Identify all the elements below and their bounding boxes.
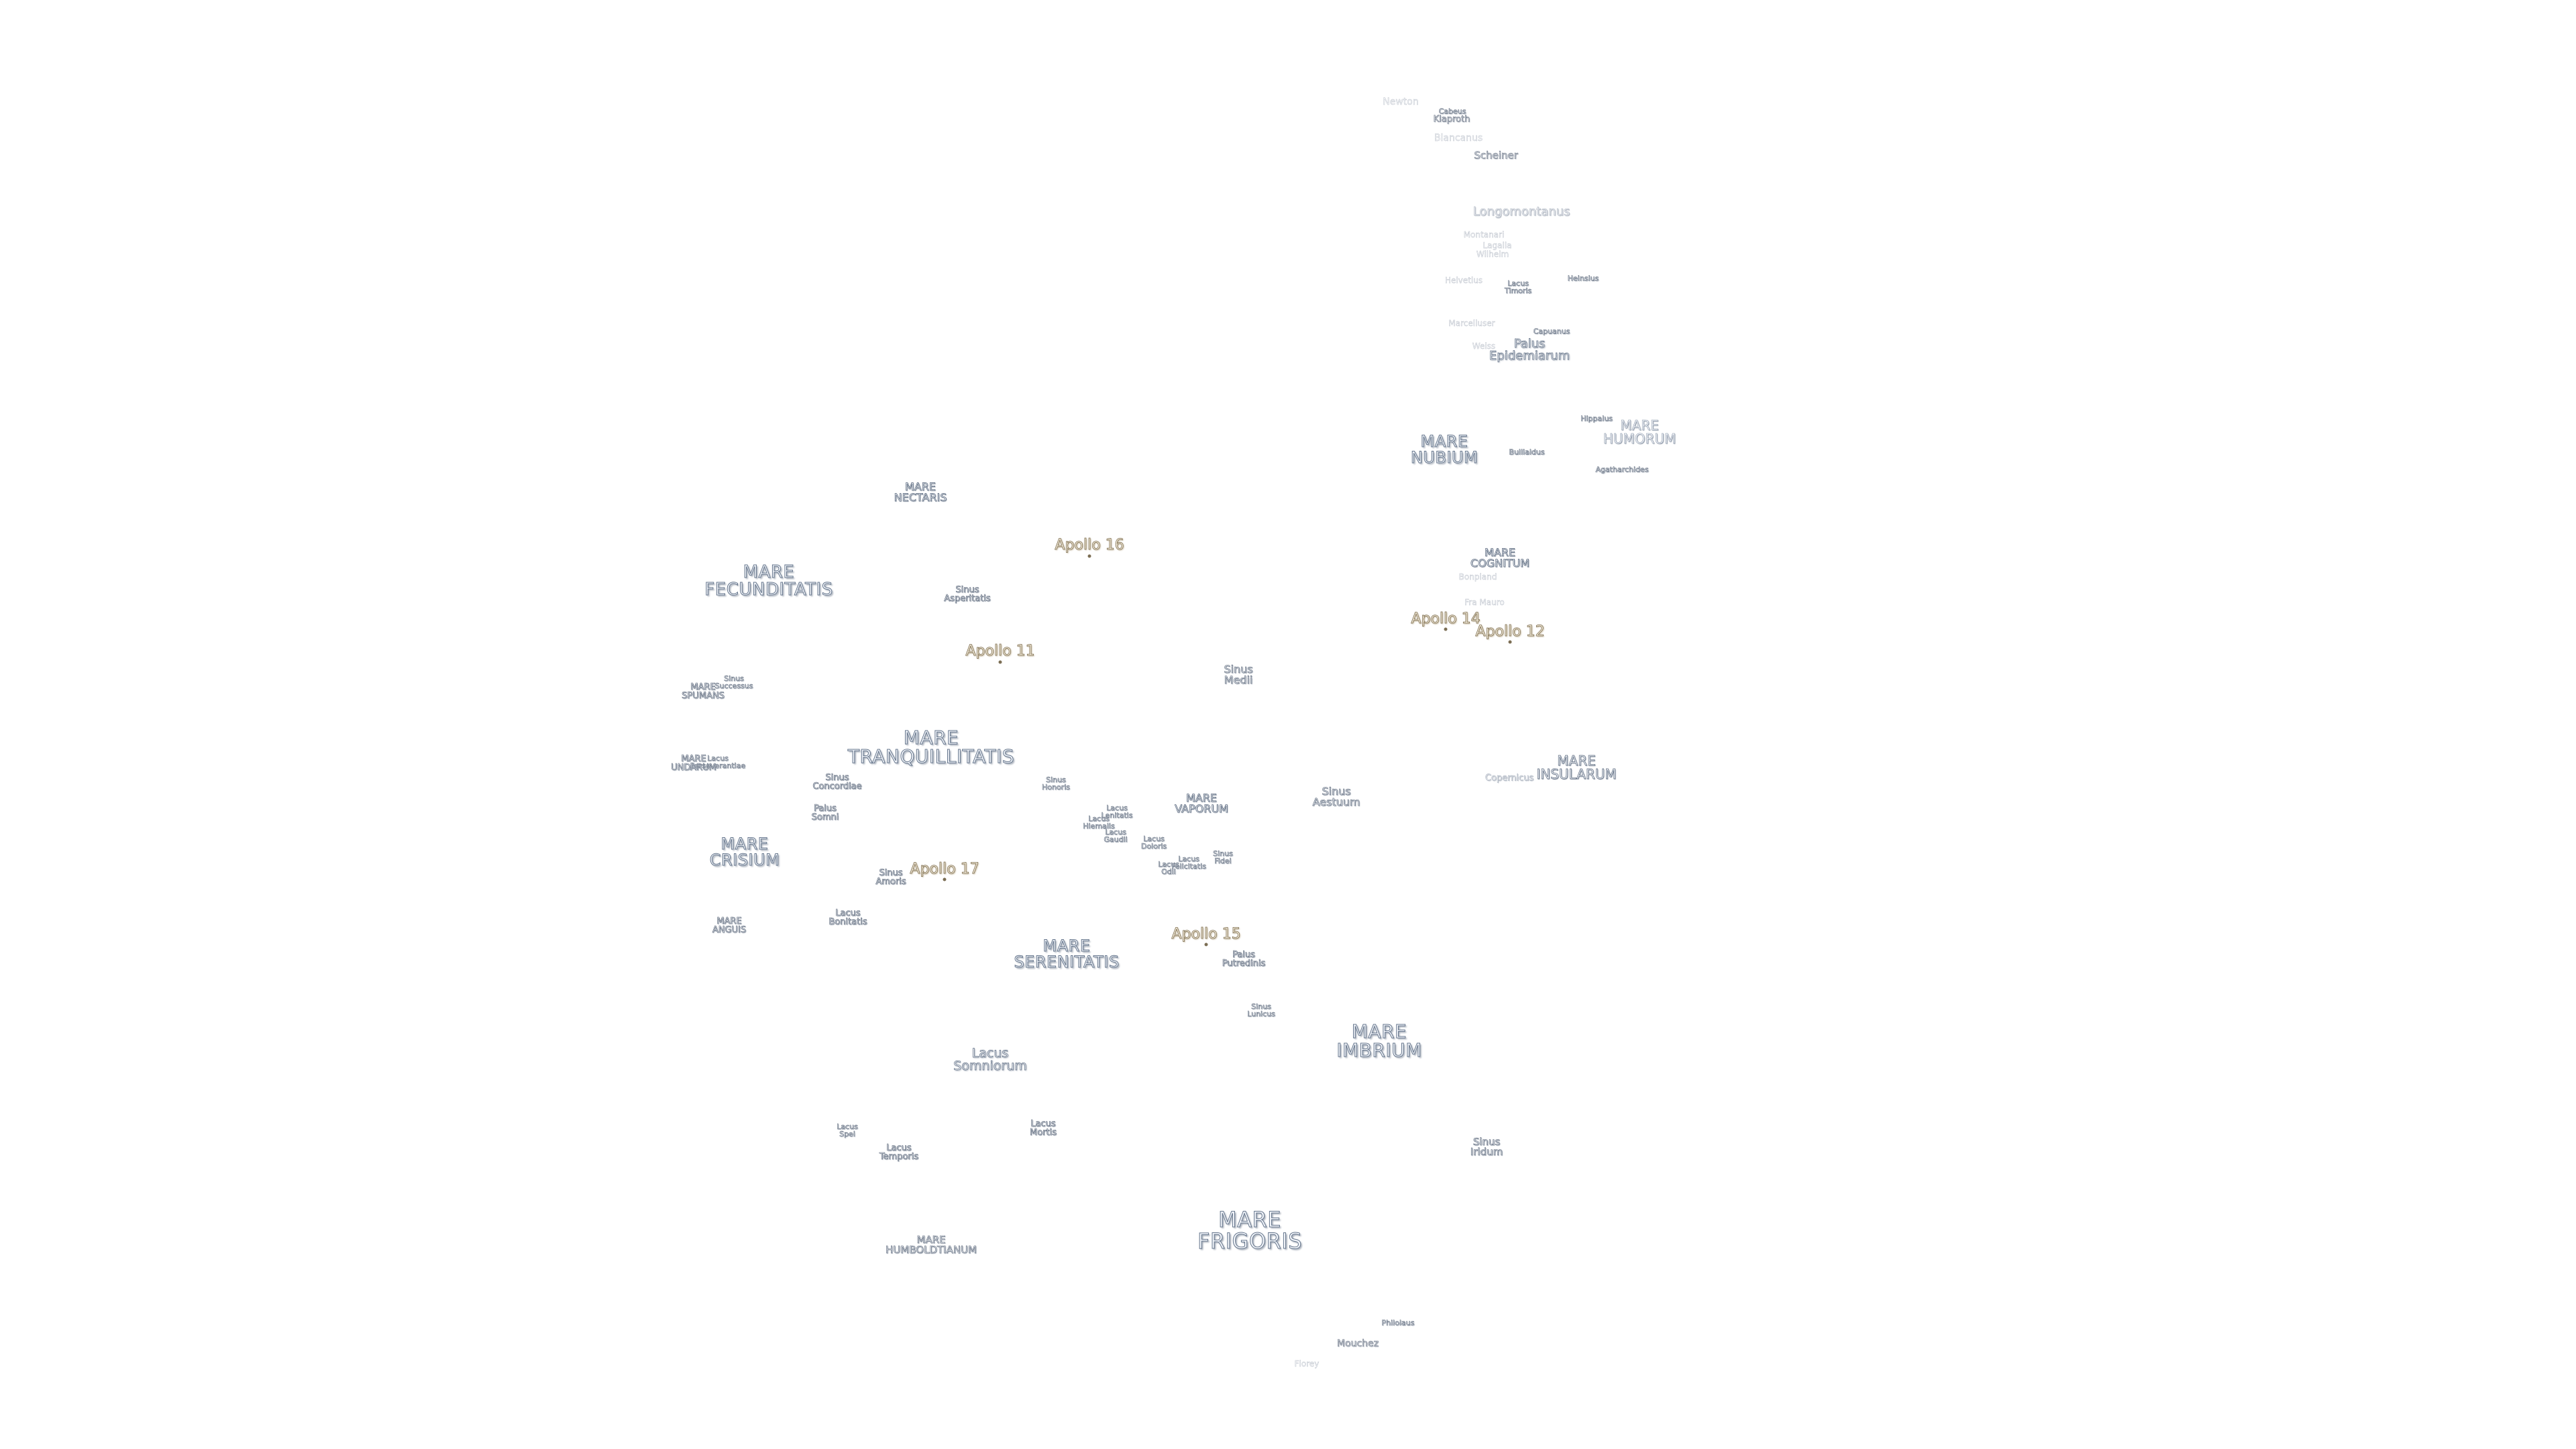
lacus-label-hiemalis: Lacus Hiemalis bbox=[1083, 814, 1115, 830]
sinus-label-iridum: Sinus Iridum bbox=[1470, 1136, 1503, 1158]
crater-label-hippalus: Hippalus bbox=[1580, 414, 1613, 423]
sinus-label-medii: Sinus Medii bbox=[1224, 663, 1253, 686]
mare-label-nubium: MARE NUBIUM bbox=[1410, 432, 1479, 467]
lacus-label-somniorum: Lacus Somniorum bbox=[953, 1046, 1027, 1073]
palus-label-epidemiarum: Palus Epidemiarum bbox=[1489, 337, 1570, 363]
lacus-label-spei: Lacus Spei bbox=[837, 1122, 858, 1138]
apollo-17-site-marker bbox=[943, 877, 947, 881]
mare-label-serenitatis: MARE SERENITATIS bbox=[1014, 936, 1120, 971]
mare-label-humorum: MARE HUMORUM bbox=[1603, 417, 1676, 447]
apollo-14-site-marker bbox=[1444, 627, 1448, 631]
apollo-11-site-marker bbox=[998, 660, 1002, 664]
mare-label-frigoris: MARE FRIGORIS bbox=[1197, 1207, 1303, 1254]
crater-label-newton: Newton bbox=[1383, 97, 1419, 107]
apollo-15-label: Apollo 15 bbox=[1171, 926, 1241, 943]
crater-label-longomontanus: Longomontanus bbox=[1472, 205, 1570, 219]
mare-label-insularum: MARE INSULARUM bbox=[1536, 753, 1617, 782]
mare-label-vaporum: MARE VAPORUM bbox=[1175, 792, 1228, 815]
mare-label-imbrium: MARE IMBRIUM bbox=[1336, 1020, 1422, 1061]
lacus-label-felicitatis: Lacus Felicitatis bbox=[1171, 855, 1206, 871]
lacus-label-odii: Lacus Odii bbox=[1158, 860, 1179, 876]
crater-label-cabeus: Cabeus bbox=[1438, 107, 1466, 116]
mare-label-fecunditatis: MARE FECUNDITATIS bbox=[704, 562, 833, 600]
mare-label-humboldtianum: MARE HUMBOLDTIANUM bbox=[885, 1234, 977, 1256]
crater-label-copernicus: Copernicus bbox=[1485, 773, 1534, 784]
lacus-label-perseverantiae: Lacus Perseverantiae bbox=[690, 754, 746, 770]
crater-label-lagalla: Lagalla bbox=[1483, 241, 1512, 250]
mare-label-crisium: MARE CRISIUM bbox=[709, 835, 780, 869]
mare-label-undarum: MARE UNDARUM bbox=[671, 754, 716, 773]
mare-label-cognitum: MARE COGNITUM bbox=[1470, 546, 1530, 570]
apollo-16-label: Apollo 16 bbox=[1055, 537, 1124, 553]
palus-label-somni: Palus Somni bbox=[811, 804, 839, 822]
apollo-14-label: Apollo 14 bbox=[1411, 610, 1481, 627]
crater-label-blancanus: Blancanus bbox=[1434, 133, 1483, 144]
mare-label-anguis: MARE ANGUIS bbox=[712, 916, 747, 935]
mare-label-nectaris: MARE NECTARIS bbox=[894, 480, 947, 504]
sinus-label-fidei: Sinus Fidei bbox=[1213, 849, 1233, 865]
apollo-15-site-marker bbox=[1204, 943, 1208, 947]
lacus-label-gaudii: Lacus Gaudii bbox=[1104, 828, 1128, 844]
apollo-11-label: Apollo 11 bbox=[965, 643, 1035, 659]
crater-label-heinsius: Heinsius bbox=[1567, 274, 1599, 283]
crater-label-klaproth: Klaproth bbox=[1433, 114, 1470, 125]
lacus-label-bonitatis: Lacus Bonitatis bbox=[828, 908, 867, 927]
crater-label-bonpland: Bonpland bbox=[1458, 572, 1497, 582]
crater-label-fra-mauro: Fra Mauro bbox=[1464, 598, 1505, 607]
sinus-label-honoris: Sinus Honoris bbox=[1041, 775, 1071, 792]
sinus-label-lunicus: Sinus Lunicus bbox=[1247, 1002, 1275, 1018]
crater-label-philolaus: Philolaus bbox=[1381, 1318, 1415, 1328]
crater-label-montanari: Montanari bbox=[1463, 230, 1505, 239]
crater-label-mouchez: Mouchez bbox=[1336, 1338, 1379, 1349]
crater-label-agatharchides: Agatharchides bbox=[1595, 465, 1649, 474]
lacus-label-temporis: Lacus Temporis bbox=[879, 1143, 919, 1162]
sinus-label-concordiae: Sinus Concordiae bbox=[812, 773, 862, 792]
lacus-label-timoris: Lacus Timoris bbox=[1504, 279, 1532, 295]
apollo-17-label: Apollo 17 bbox=[910, 861, 979, 877]
sinus-label-amoris: Sinus Amoris bbox=[875, 868, 906, 887]
lacus-label-doloris: Lacus Doloris bbox=[1140, 835, 1167, 851]
apollo-16-site-marker bbox=[1087, 554, 1091, 558]
sinus-label-successus: Sinus Successus bbox=[714, 674, 753, 690]
crater-label-marginal: Marcelluser bbox=[1448, 319, 1495, 328]
lacus-label-lenitatis: Lacus Lenitatis bbox=[1101, 804, 1133, 820]
apollo-12-label: Apollo 12 bbox=[1475, 623, 1545, 640]
crater-label-florey: Florey bbox=[1294, 1359, 1320, 1368]
crater-label-scheiner: Scheiner bbox=[1474, 149, 1518, 162]
mare-label-spumans: MARE SPUMANS bbox=[682, 682, 724, 701]
mare-label-tranquillitatis: MARE TRANQUILLITATIS bbox=[847, 727, 1015, 767]
palus-label-putredinis: Palus Putredinis bbox=[1222, 950, 1266, 969]
apollo-12-site-marker bbox=[1508, 640, 1512, 644]
crater-label-wilhelm: Wilhelm bbox=[1476, 250, 1509, 259]
crater-label-weiss: Weiss bbox=[1472, 341, 1496, 351]
sinus-label-asperitatis: Sinus Asperitatis bbox=[944, 585, 991, 604]
crater-label-helvetius: Helvetius bbox=[1444, 276, 1483, 285]
crater-label-bullialdus: Bullialdus bbox=[1509, 447, 1545, 457]
crater-label-capuanus: Capuanus bbox=[1533, 327, 1570, 336]
sinus-label-aestuum: Sinus Aestuum bbox=[1312, 785, 1360, 808]
lacus-label-mortis: Lacus Mortis bbox=[1030, 1119, 1057, 1138]
